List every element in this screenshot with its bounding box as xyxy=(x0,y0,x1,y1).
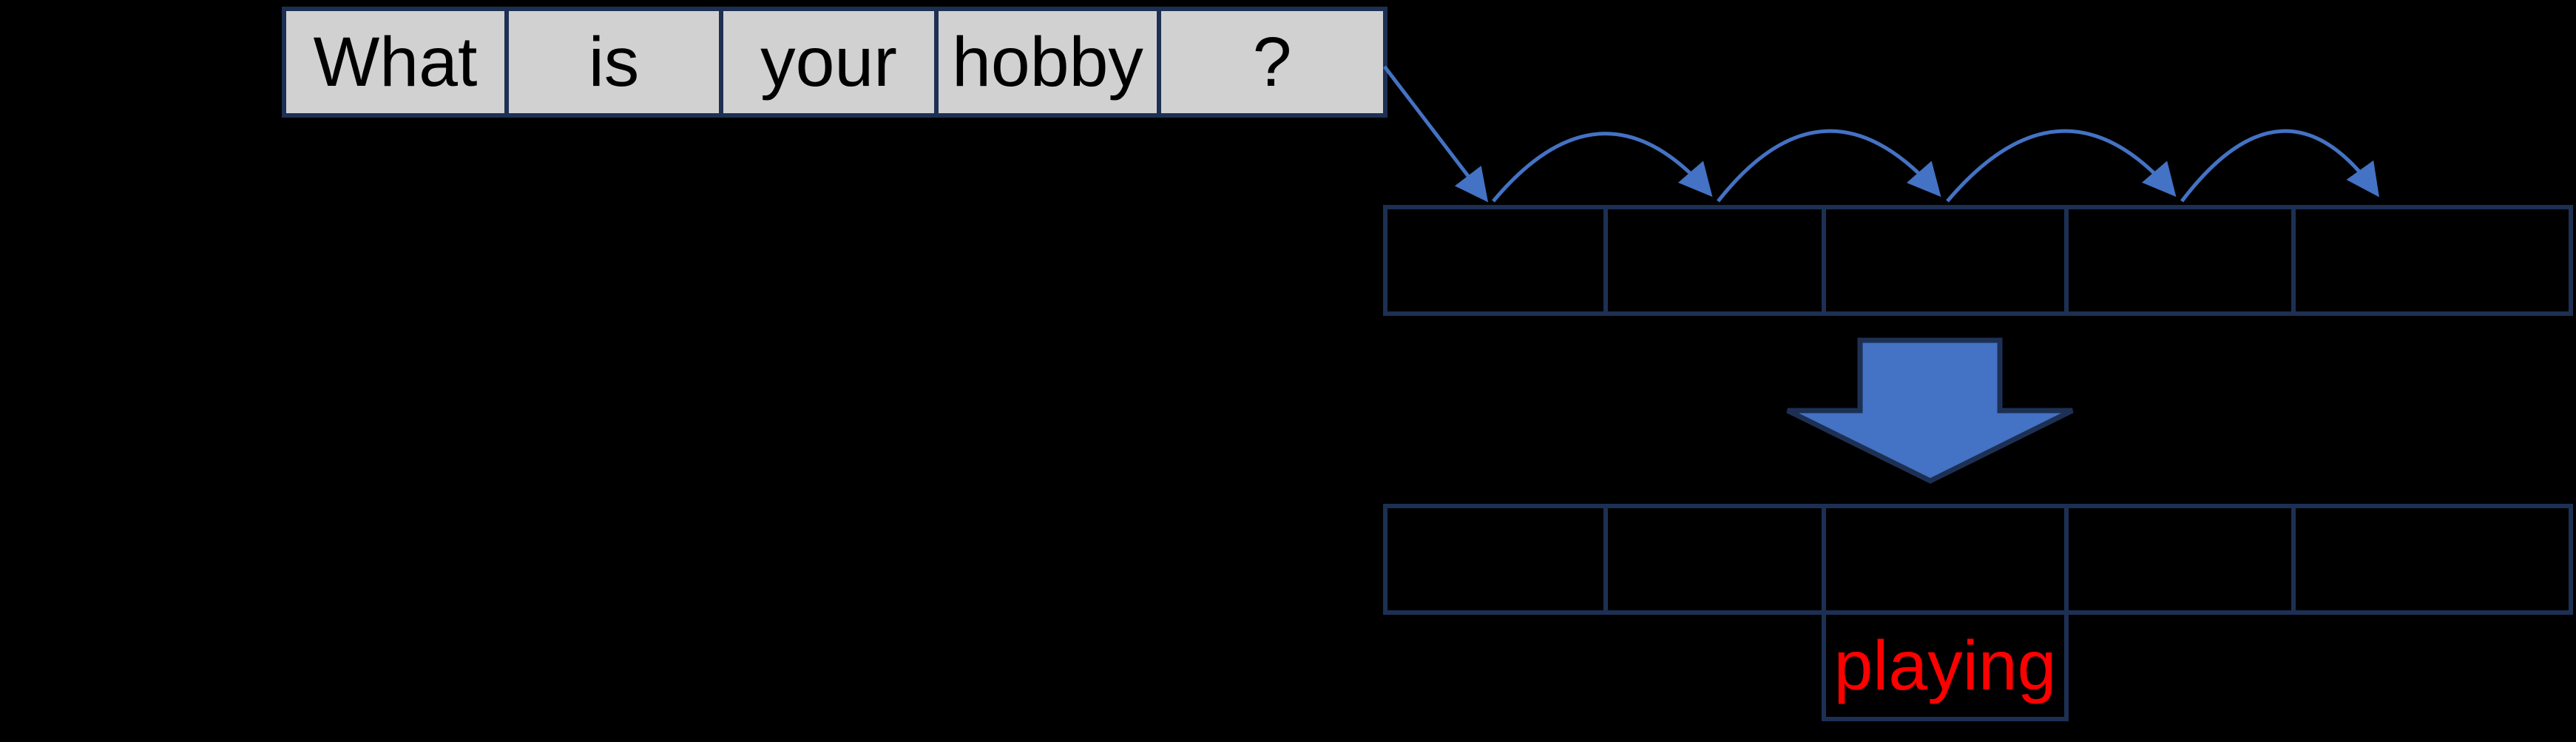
processing-cell xyxy=(1822,205,2069,316)
big-down-arrow-icon xyxy=(1786,337,2074,484)
predicted-word-cell: playing xyxy=(1822,610,2069,721)
input-to-processing-arrow-icon xyxy=(1383,65,1489,203)
input-token-cell: What xyxy=(282,7,509,118)
hop-arc-arrow-icon xyxy=(1492,132,1713,203)
output-cell xyxy=(2291,504,2573,615)
input-token-cell: your xyxy=(719,7,939,118)
input-token-label: is xyxy=(588,22,640,101)
input-token-cell: hobby xyxy=(934,7,1161,118)
output-cell xyxy=(2064,504,2296,615)
processing-cell xyxy=(1603,205,1826,316)
processing-cell xyxy=(2291,205,2573,316)
output-cell xyxy=(1822,504,2069,615)
output-cell xyxy=(1603,504,1826,615)
input-token-cell: is xyxy=(504,7,723,118)
predicted-word-label: playing xyxy=(1833,626,2057,705)
hop-arc-arrow-icon xyxy=(1717,129,1941,203)
input-token-cell: ? xyxy=(1157,7,1387,118)
processing-cell xyxy=(2064,205,2296,316)
hop-arc-arrow-icon xyxy=(1946,129,2177,203)
input-token-label: What xyxy=(313,22,478,101)
input-token-label: your xyxy=(760,22,897,101)
output-cell xyxy=(1383,504,1608,615)
input-token-label: hobby xyxy=(952,22,1143,101)
input-token-label: ? xyxy=(1252,22,1292,101)
processing-cell xyxy=(1383,205,1608,316)
hop-arc-arrow-icon xyxy=(2180,129,2379,203)
